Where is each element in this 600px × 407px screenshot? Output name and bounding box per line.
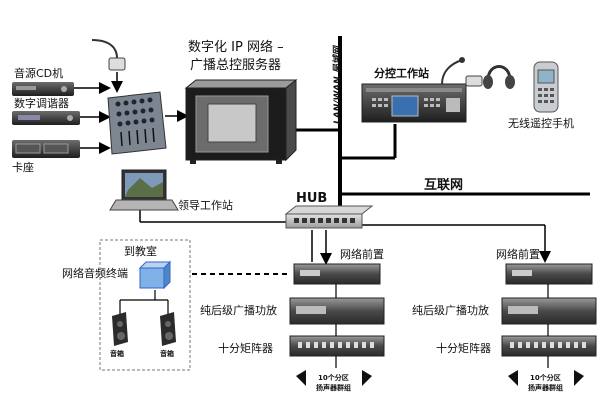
audio-cd-label: 音源CD机 — [14, 67, 64, 80]
speaker-right-label: 音箱 — [160, 350, 174, 358]
cd-player-icon — [12, 82, 74, 96]
amp-2-label: 纯后级广播功放 — [412, 304, 489, 317]
headphones-icon — [483, 65, 515, 89]
server-icon — [184, 78, 298, 164]
mobile-phone-icon — [533, 61, 559, 113]
sub-station-icon — [361, 57, 483, 123]
net-front-2-label: 网络前置 — [496, 248, 540, 261]
horn-speaker-icon — [296, 370, 584, 386]
hub-label: HUB — [296, 191, 328, 206]
cassette-label: 卡座 — [12, 161, 34, 174]
mixer-icon — [107, 91, 167, 155]
remote-phone-label: 无线遥控手机 — [508, 117, 574, 130]
rack-unit-icon — [289, 263, 385, 357]
laptop-icon — [109, 169, 179, 211]
microphone-icon — [91, 39, 126, 71]
speaker-icon — [112, 312, 128, 346]
sub-station-label: 分控工作站 — [374, 67, 429, 80]
speaker-icon — [160, 312, 176, 346]
classroom-boundary — [99, 239, 191, 371]
tuner-label: 数字调谐器 — [14, 97, 69, 110]
matrix-1-label: 十分矩阵器 — [218, 342, 273, 355]
leader-station-label: 领导工作站 — [178, 199, 233, 212]
audio-terminal-icon — [138, 260, 172, 290]
to-classroom-label: 到教室 — [124, 245, 157, 258]
zone-1-line2: 扬声器群组 — [316, 384, 351, 392]
net-front-1-label: 网络前置 — [340, 248, 384, 261]
lan-wan-label: LAN/WAN 局域网 — [333, 46, 343, 124]
server-title-line1: 数字化 IP 网络 – — [188, 40, 284, 55]
internet-label: 互联网 — [424, 178, 464, 193]
zone-2-line2: 扬声器群组 — [528, 384, 563, 392]
speaker-left-label: 音箱 — [110, 350, 124, 358]
rack-unit-icon — [501, 263, 597, 357]
tuner-icon — [12, 111, 80, 125]
hub-icon — [284, 205, 374, 229]
zone-2-line1: 10个分区 — [530, 374, 561, 382]
matrix-2-label: 十分矩阵器 — [436, 342, 491, 355]
server-title-line2: 广播总控服务器 — [190, 58, 282, 73]
net-audio-terminal-label: 网络音频终端 — [62, 267, 128, 280]
zone-1-line1: 10个分区 — [318, 374, 349, 382]
amp-1-label: 纯后级广播功放 — [200, 304, 277, 317]
cassette-icon — [12, 140, 80, 158]
